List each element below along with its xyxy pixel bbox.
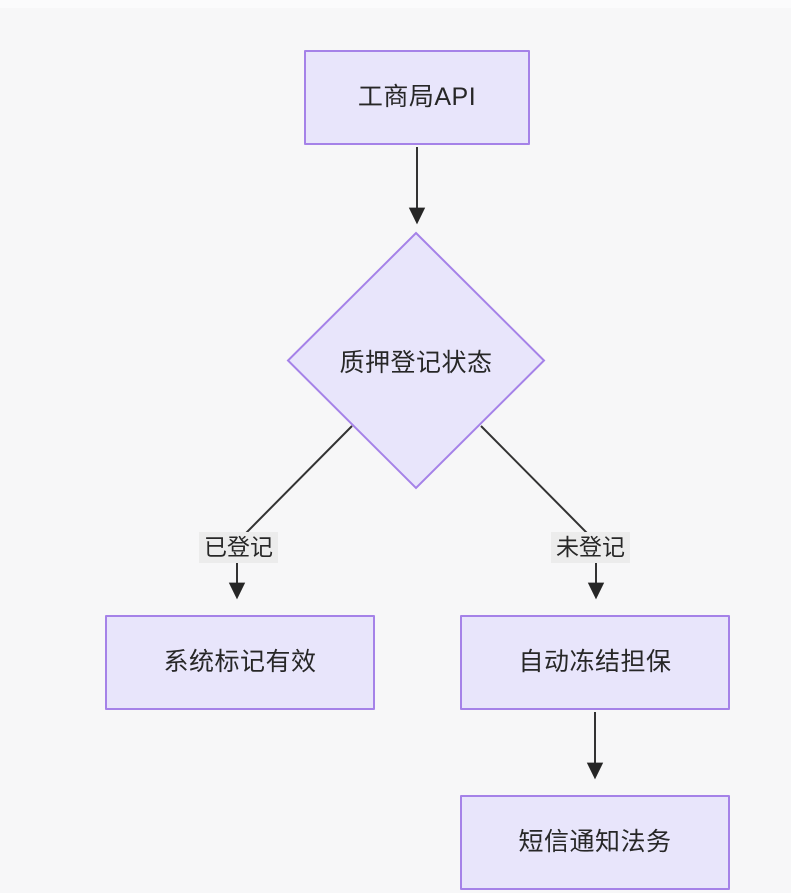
edge-label-registered: 已登记 (199, 532, 278, 564)
node-api[interactable]: 工商局API (304, 50, 530, 145)
node-notify[interactable]: 短信通知法务 (460, 795, 730, 890)
node-freeze-label: 自动冻结担保 (518, 648, 672, 676)
node-freeze[interactable]: 自动冻结担保 (460, 615, 730, 710)
edge-label-unregistered: 未登记 (551, 532, 630, 564)
node-valid[interactable]: 系统标记有效 (105, 615, 375, 710)
node-status-label: 质押登记状态 (339, 348, 493, 377)
node-status[interactable]: 质押登记状态 (286, 231, 546, 490)
node-api-label: 工商局API (357, 83, 477, 111)
node-notify-label: 短信通知法务 (518, 828, 672, 856)
node-valid-label: 系统标记有效 (163, 648, 317, 676)
diamond-shape (286, 231, 546, 490)
